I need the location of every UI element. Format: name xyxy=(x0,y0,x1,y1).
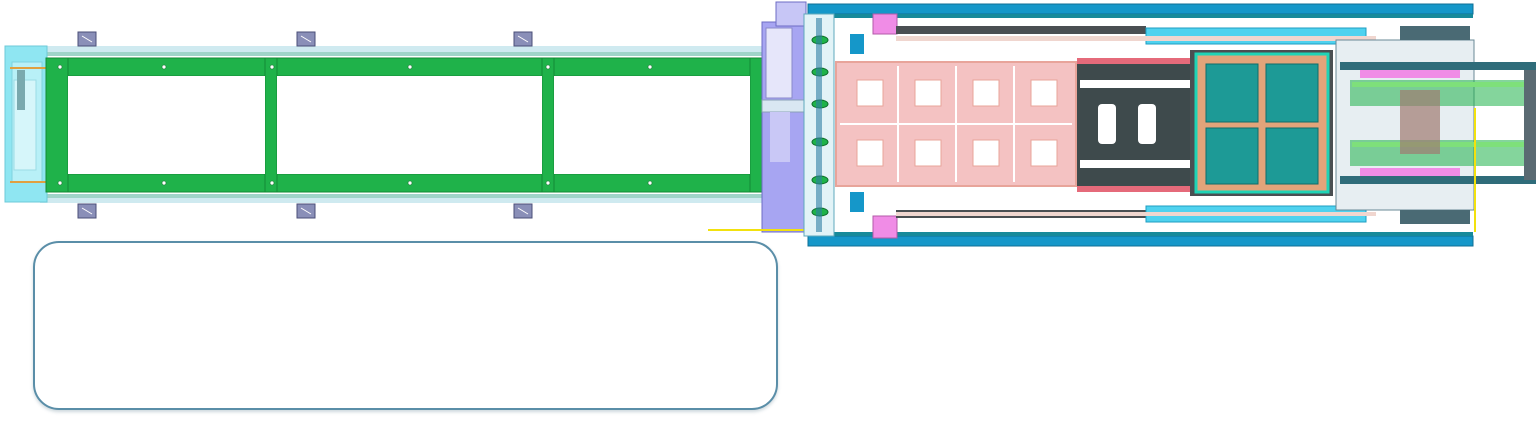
transfer-carriage xyxy=(708,1,813,233)
left-conveyor-module xyxy=(4,31,765,219)
dark-conveyor xyxy=(1077,58,1192,192)
green-frame-top-beam xyxy=(45,57,762,77)
empty-callout-box xyxy=(33,241,778,410)
right-processing-station xyxy=(803,3,1536,247)
plate-assembly xyxy=(1190,50,1333,196)
green-frame-bottom-beam xyxy=(45,173,762,193)
tray-grid xyxy=(835,61,1077,187)
gripper-unit xyxy=(1335,26,1536,232)
